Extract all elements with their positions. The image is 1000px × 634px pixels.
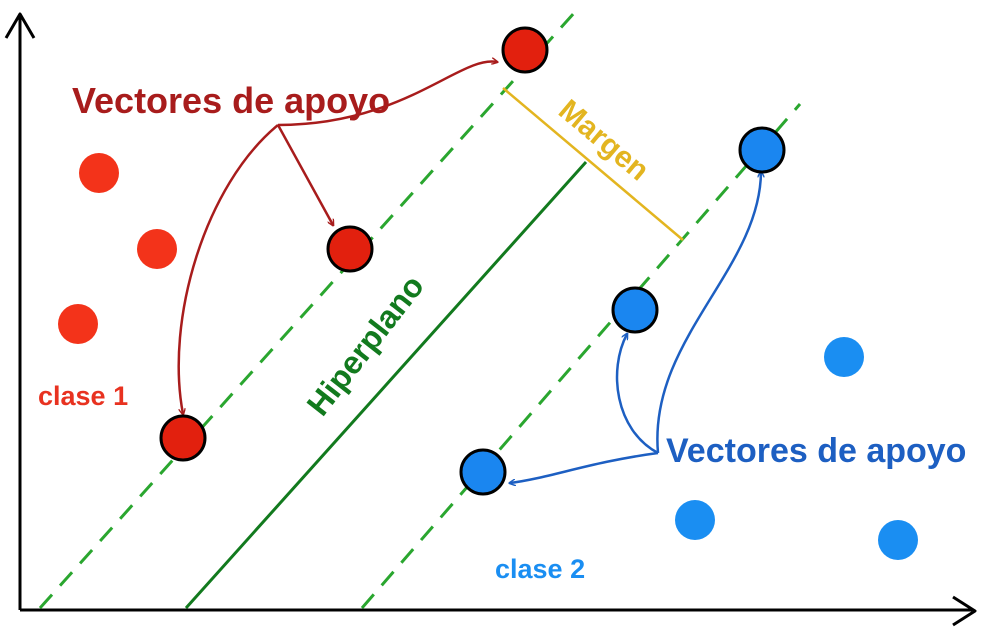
x-axis-arrowhead (952, 595, 977, 627)
support-vectors-label-class2: Vectores de apoyo (666, 432, 966, 470)
axes (4, 12, 977, 627)
class1-points (58, 26, 549, 462)
class2-point (878, 520, 918, 560)
class2-support-vector (738, 126, 786, 174)
class2-point (824, 337, 864, 377)
support-vector-arrows-class1 (177, 62, 497, 414)
class1-support-vector (326, 225, 374, 273)
margin-boundary-class1 (38, 10, 577, 610)
class1-point (137, 229, 177, 269)
class1-point (79, 153, 119, 193)
y-axis-arrowhead (4, 12, 36, 39)
class2-points (459, 126, 918, 560)
class2-label: clase 2 (495, 554, 585, 584)
class1-support-vector (501, 26, 549, 74)
support-vectors-label-class1: Vectores de apoyo (72, 80, 390, 121)
hyperplane-line (184, 160, 588, 610)
margin-boundary-class2 (360, 103, 802, 609)
class2-support-vector (611, 286, 659, 334)
class1-label: clase 1 (38, 381, 128, 411)
class1-support-vector (159, 414, 207, 462)
hyperplane-label: Hiperplano (300, 268, 431, 422)
class2-support-vector (459, 448, 507, 496)
margin-bracket (502, 87, 684, 241)
support-vector-arrows-class2 (510, 172, 761, 483)
class1-point (58, 304, 98, 344)
class2-point (675, 500, 715, 540)
